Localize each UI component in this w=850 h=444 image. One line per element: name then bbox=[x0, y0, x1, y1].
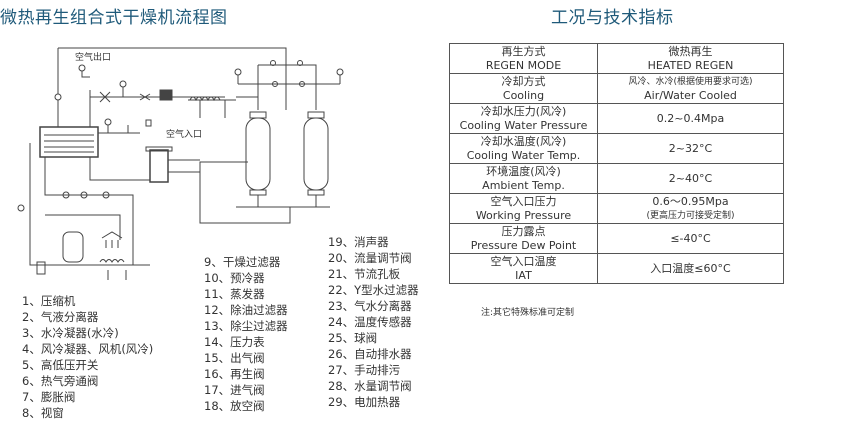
spec-value-main: ≤-40°C bbox=[670, 231, 711, 245]
spec-value-sub: (更高压力可接受定制) bbox=[646, 210, 735, 221]
spec-row: 冷却水温度(风冷)Cooling Water Temp. 2~32°C bbox=[449, 133, 784, 164]
spec-row: 冷却水压力(风冷)Cooling Water Pressure 0.2~0.4Mp… bbox=[449, 103, 784, 134]
legend-item: 16、再生阀 bbox=[204, 367, 265, 381]
legend-item: 8、视窗 bbox=[22, 406, 64, 420]
spec-value-main: 0.2~0.4Mpa bbox=[656, 111, 725, 125]
spec-label-zh: 冷却水温度(风冷) bbox=[480, 134, 567, 148]
legend-column-3: 19、消声器 20、流量调节阀 21、节流孔板 22、Y型水过滤器 23、气水分… bbox=[328, 234, 419, 410]
spec-value-main: 风冷、水冷(根据使用要求可选) bbox=[628, 76, 753, 87]
spec-label-en: Cooling Water Pressure bbox=[459, 118, 588, 132]
spec-label-en: REGEN MODE bbox=[485, 58, 562, 72]
legend-item: 7、膨胀阀 bbox=[22, 390, 76, 404]
legend-item: 28、水量调节阀 bbox=[328, 379, 412, 393]
spec-value: 0.6～0.95Mpa (更高压力可接受定制) bbox=[597, 193, 784, 224]
legend-item: 19、消声器 bbox=[328, 235, 389, 249]
legend-item: 17、进气阀 bbox=[204, 383, 265, 397]
legend-item: 12、除油过滤器 bbox=[204, 303, 288, 317]
legend-item: 21、节流孔板 bbox=[328, 267, 401, 281]
spec-value: ≤-40°C bbox=[597, 223, 784, 254]
diagram-title: 微热再生组合式干燥机流程图 bbox=[0, 8, 228, 28]
spec-label-zh: 再生方式 bbox=[501, 44, 546, 58]
spec-label-zh: 空气入口压力 bbox=[490, 194, 557, 208]
legend-item: 4、风冷凝器、风机(风冷) bbox=[22, 342, 154, 356]
legend-column-2: 9、干燥过滤器 10、预冷器 11、蒸发器 12、除油过滤器 13、除尘过滤器 … bbox=[204, 254, 288, 414]
legend-item: 2、气液分离器 bbox=[22, 310, 99, 324]
legend-item: 10、预冷器 bbox=[204, 271, 265, 285]
legend-item: 25、球阀 bbox=[328, 331, 378, 345]
spec-label-en: IAT bbox=[515, 268, 532, 282]
spec-value-sub: HEATED REGEN bbox=[647, 58, 734, 72]
legend-item: 11、蒸发器 bbox=[204, 287, 265, 301]
spec-value: 2~32°C bbox=[597, 133, 784, 164]
spec-label-en: Cooling bbox=[502, 88, 545, 102]
spec-label-zh: 冷却方式 bbox=[501, 74, 546, 88]
legend-item: 13、除尘过滤器 bbox=[204, 319, 288, 333]
legend-item: 24、温度传感器 bbox=[328, 315, 412, 329]
spec-label-zh: 冷却水压力(风冷) bbox=[480, 104, 567, 118]
note: 注:其它特殊标准可定制 bbox=[481, 308, 575, 318]
spec-value-main: 入口温度≤60°C bbox=[650, 261, 731, 275]
spec-value: 0.2~0.4Mpa bbox=[597, 103, 784, 134]
legend-item: 1、压缩机 bbox=[22, 294, 76, 308]
spec-label-en: Cooling Water Temp. bbox=[466, 148, 581, 162]
legend-item: 15、出气阀 bbox=[204, 351, 265, 365]
spec-label: 环境温度(风冷)Ambient Temp. bbox=[449, 163, 598, 194]
legend-item: 3、水冷凝器(水冷) bbox=[22, 326, 119, 340]
spec-label-en: Pressure Dew Point bbox=[470, 238, 577, 252]
spec-label-zh: 空气入口温度 bbox=[490, 254, 557, 268]
spec-label-en: Ambient Temp. bbox=[482, 178, 565, 192]
air-inlet-label: 空气入口 bbox=[166, 128, 202, 140]
spec-label-en: Working Pressure bbox=[475, 208, 572, 222]
legend-item: 5、高低压开关 bbox=[22, 358, 99, 372]
spec-value-main: 0.6～0.95Mpa bbox=[652, 194, 729, 208]
flow-diagram: 空气入口 空气出口 bbox=[17, 47, 344, 280]
legend-item: 29、电加热器 bbox=[328, 395, 401, 409]
legend-item: 18、放空阀 bbox=[204, 399, 265, 413]
legend-column-1: 1、压缩机 2、气液分离器 3、水冷凝器(水冷) 4、风冷凝器、风机(风冷) 5… bbox=[22, 293, 153, 421]
legend-item: 23、气水分离器 bbox=[328, 299, 412, 313]
air-outlet-label: 空气出口 bbox=[75, 51, 111, 63]
spec-value-main: 2~40°C bbox=[668, 171, 713, 185]
spec-title: 工况与技术指标 bbox=[551, 8, 674, 28]
legend-item: 6、热气旁通阀 bbox=[22, 374, 99, 388]
spec-label-zh: 压力露点 bbox=[501, 224, 546, 238]
spec-row: 环境温度(风冷)Ambient Temp. 2~40°C bbox=[449, 163, 784, 194]
spec-label: 冷却水温度(风冷)Cooling Water Temp. bbox=[449, 133, 598, 164]
spec-value: 入口温度≤60°C bbox=[597, 253, 784, 284]
legend-item: 22、Y型水过滤器 bbox=[328, 283, 419, 297]
spec-value-main: 2~32°C bbox=[668, 141, 713, 155]
legend-item: 27、手动排污 bbox=[328, 363, 401, 377]
spec-label-zh: 环境温度(风冷) bbox=[486, 164, 561, 178]
spec-label: 冷却水压力(风冷)Cooling Water Pressure bbox=[449, 103, 598, 134]
legend-item: 26、自动排水器 bbox=[328, 347, 412, 361]
spec-value: 2~40°C bbox=[597, 163, 784, 194]
legend-item: 9、干燥过滤器 bbox=[204, 255, 281, 269]
spec-value-sub: Air/Water Cooled bbox=[644, 88, 737, 102]
legend-item: 20、流量调节阀 bbox=[328, 251, 412, 265]
spec-value: 风冷、水冷(根据使用要求可选)Air/Water Cooled bbox=[597, 73, 784, 104]
legend-item: 14、压力表 bbox=[204, 335, 265, 349]
spec-value-main: 微热再生 bbox=[668, 44, 713, 58]
